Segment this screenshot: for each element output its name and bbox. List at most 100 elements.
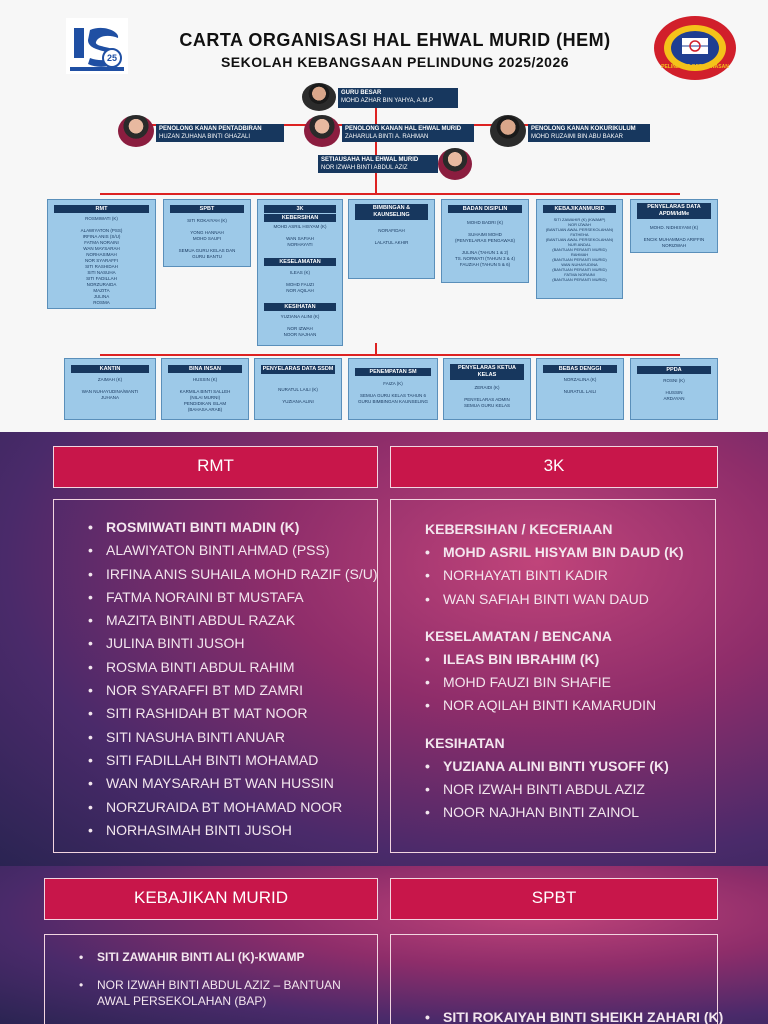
unit-bina-insan: BINA INSAN HUSSIN (K) KARMILA BINTI SALL… [161, 358, 249, 420]
section-heading: KESIHATAN [425, 734, 505, 751]
member-item: NORHAYATI BINTI KADIR [425, 564, 710, 588]
section-heading: KEBERSIHAN / KECERIAAN [425, 521, 613, 537]
connector [375, 105, 377, 125]
spbt-panel: SITI ROKAIYAH BINTI SHEIKH ZAHARI (K) [390, 934, 723, 1024]
unit-members: ROSMIWATI (K) ALAWIYATON (PSS) IRFINA AN… [80, 216, 123, 305]
member-item: NOR IZWAH BINTI ABDUL AZIZ – BANTUAN AWA… [79, 977, 359, 1009]
3k-sections: KEBERSIHAN / KECERIAAN MOHD ASRIL HISYAM … [425, 518, 710, 825]
pk-koku-photo [490, 115, 526, 147]
unit-title: PENYELARAS DATA APDM/IdMe [637, 203, 711, 219]
school-logo: PELINDUNG BERWAWASAN [652, 14, 738, 82]
role: SETIAUSAHA HAL EHWAL MURID [321, 157, 419, 163]
unit-members: FAIZA (K) SEMUA GURU KELAS TAHUN 6 GURU … [357, 381, 428, 404]
member-item: NOR IZWAH BINTI ABDUL AZIZ [425, 778, 710, 802]
member-item: SITI ROKAIYAH BINTI SHEIKH ZAHARI (K) [425, 1006, 723, 1024]
section-member-list: MOHD ASRIL HISYAM BIN DAUD (K)NORHAYATI … [425, 541, 710, 611]
member-item: WAN MAYSARAH BT WAN HUSSIN [88, 772, 373, 796]
role: PENOLONG KANAN PENTADBIRAN [159, 126, 262, 132]
setiausaha-label: SETIAUSAHA HAL EHWAL MURID NOR IZWAH BIN… [318, 155, 438, 173]
unit-kantin: KANTIN ZAIMAH (K) WAN NUHAYUDINA/WANTI J… [64, 358, 156, 420]
unit-title: PENEMPATAN SM [355, 368, 431, 376]
3k-header: 3K [390, 446, 718, 488]
member-item: SITI ZAWAHIR BINTI ALI (K)-KWAMP [79, 949, 359, 965]
unit-members: NORZALINA (K) NURATUL LAILI [563, 377, 597, 394]
section-members: ILEAS (K) MOHD FAUZI NOR AQILAH [286, 270, 314, 293]
name: MOHD AZHAR BIN YAHYA, A.M.P [341, 98, 434, 104]
member-item: FATHEHA BINTI MUSA – BANTUAN AWAL [79, 1021, 359, 1024]
rmt-3k-slide: RMT 3K ROSMIWATI BINTI MADIN (K)ALAWIYAT… [0, 432, 768, 866]
guru-besar-photo [302, 83, 336, 111]
member-item: NOR SYARAFFI BT MD ZAMRI [88, 679, 373, 703]
role: PENOLONG KANAN KOKURIKULUM [531, 126, 636, 132]
setiausaha-photo [438, 148, 472, 180]
role: PENOLONG KANAN HAL EHWAL MURID [345, 126, 462, 132]
unit-title: PPDA [637, 366, 711, 374]
unit-ppda: PPDA ROSNI (K) HUSSIN ARDAYAN [630, 358, 718, 420]
section-heading: KESELAMATAN / BENCANA [425, 627, 612, 644]
unit-members: SITI ROKAIYAH (K) YONG HANNAH MOHD SAUFI… [178, 218, 236, 259]
section-member-list: ILEAS BIN IBRAHIM (K)MOHD FAUZI BIN SHAF… [425, 648, 710, 718]
member-item: YUZIANA ALINI BINTI YUSOFF (K) [425, 755, 710, 779]
unit-title: RMT [54, 205, 149, 213]
connector [100, 354, 680, 356]
member-item: SITI NASUHA BINTI ANUAR [88, 726, 373, 750]
ppd-logo: 25 [66, 18, 128, 74]
member-item: MOHD FAUZI BIN SHAFIE [425, 671, 710, 695]
chart-subtitle: SEKOLAH KEBANGSAAN PELINDUNG 2025/2026 [220, 54, 570, 70]
unit-title: KANTIN [71, 365, 149, 373]
unit-spbt: SPBT SITI ROKAIYAH (K) YONG HANNAH MOHD … [163, 199, 251, 267]
rmt-member-list: ROSMIWATI BINTI MADIN (K)ALAWIYATON BINT… [88, 516, 377, 842]
connector [100, 193, 680, 195]
unit-title: BADAN DISIPLIN [448, 205, 522, 213]
pk-pentadbiran-photo [118, 115, 154, 147]
pk-pentadbiran-label: PENOLONG KANAN PENTADBIRAN HUZAN ZUHANA … [156, 124, 284, 142]
unit-title: PENYELARAS DATA SSDM [261, 365, 335, 374]
unit-members: ZAIMAH (K) WAN NUHAYUDINA/WANTI JUHANA [81, 377, 139, 400]
unit-bebas-denggi: BEBAS DENGGI NORZALINA (K) NURATUL LAILI [536, 358, 624, 420]
member-item: IRFINA ANIS SUHAILA MOHD RAZIF (S/U) [88, 563, 377, 587]
member-item: ALAWIYATON BINTI AHMAD (PSS) [88, 539, 373, 563]
member-item: ROSMIWATI BINTI MADIN (K) [88, 516, 373, 540]
name: NOR IZWAH BINTI ABDUL AZIZ [321, 165, 408, 171]
section-title: KEBERSIHAN [264, 214, 336, 222]
name: HUZAN ZUHANA BINTI GHAZALI [159, 134, 251, 140]
role: GURU BESAR [341, 90, 382, 96]
spbt-header: SPBT [390, 878, 718, 920]
rmt-header: RMT [53, 446, 378, 488]
member-item: SITI RASHIDAH BT MAT NOOR [88, 702, 373, 726]
unit-members: SITI ZAWAHIR (K) (KWAMP) NOR IZWAH (BANT… [545, 217, 614, 282]
member-item: WAN SAFIAH BINTI WAN DAUD [425, 588, 710, 612]
unit-members: MOHD BADRI (K) SUHAIMI MOHD (PENYELARAS … [454, 220, 516, 267]
member-item: NORZURAIDA BT MOHAMAD NOOR [88, 796, 373, 820]
unit-members: NURATUL LAILI (K) YUZIANA ALINI [278, 387, 318, 404]
unit-data-apdm: PENYELARAS DATA APDM/IdMe MOHD. NIDHISYA… [630, 199, 718, 253]
unit-ketua-kelas: PENYELARAS KETUA KELAS ZERAIDI (K) PENYE… [443, 358, 531, 420]
unit-rmt: RMT ROSMIWATI (K) ALAWIYATON (PSS) IRFIN… [47, 199, 156, 309]
kebajikan-spbt-slide: KEBAJIKAN MURID SPBT SITI ZAWAHIR BINTI … [0, 866, 768, 1024]
member-item: MOHD ASRIL HISYAM BIN DAUD (K) [425, 541, 710, 565]
pk-hem-label: PENOLONG KANAN HAL EHWAL MURID ZAHARULA … [342, 124, 474, 142]
unit-members: HUSSIN (K) KARMILA BINTI SALLEH (NILAI M… [179, 377, 231, 412]
connector [375, 343, 377, 355]
section-title: KESIHATAN [264, 303, 336, 311]
school-motto: PELINDUNG BERWAWASAN [661, 64, 729, 70]
pk-koku-label: PENOLONG KANAN KOKURIKULUM MOHD RUZAIMI … [528, 124, 650, 142]
unit-bimbingan: BIMBINGAN & KAUNSELING NORAFIDAH LALATUL… [348, 199, 435, 279]
name: ZAHARULA BINTI A. RAHMAN [345, 134, 429, 140]
unit-members: ROSNI (K) HUSSIN ARDAYAN [663, 378, 685, 401]
chart-title: CARTA ORGANISASI HAL EHWAL MURID (HEM) [179, 30, 611, 50]
unit-title: BINA INSAN [168, 365, 242, 373]
unit-penempatan: PENEMPATAN SM FAIZA (K) SEMUA GURU KELAS… [348, 358, 438, 420]
unit-data-ssdm: PENYELARAS DATA SSDM NURATUL LAILI (K) Y… [254, 358, 342, 420]
unit-title: BEBAS DENGGI [543, 365, 617, 373]
unit-members: ZERAIDI (K) PENYELARAS ADMIN SEMUA GURU … [463, 385, 510, 408]
unit-3k: 3K KEBERSIHAN MOHD ASRIL HISYAM (K) WAN … [257, 199, 343, 346]
member-item: MAZITA BINTI ABDUL RAZAK [88, 609, 373, 633]
unit-title: PENYELARAS KETUA KELAS [450, 364, 524, 380]
member-item: FATMA NORAINI BT MUSTAFA [88, 586, 373, 610]
unit-title: KEBAJIKANMURID [543, 205, 616, 213]
kebajikan-member-list: SITI ZAWAHIR BINTI ALI (K)-KWAMP NOR IZWA… [79, 949, 359, 1024]
unit-title: 3K [264, 205, 336, 213]
rmt-panel: ROSMIWATI BINTI MADIN (K)ALAWIYATON BINT… [53, 499, 378, 853]
guru-besar-label: GURU BESAR MOHD AZHAR BIN YAHYA, A.M.P [338, 88, 458, 108]
